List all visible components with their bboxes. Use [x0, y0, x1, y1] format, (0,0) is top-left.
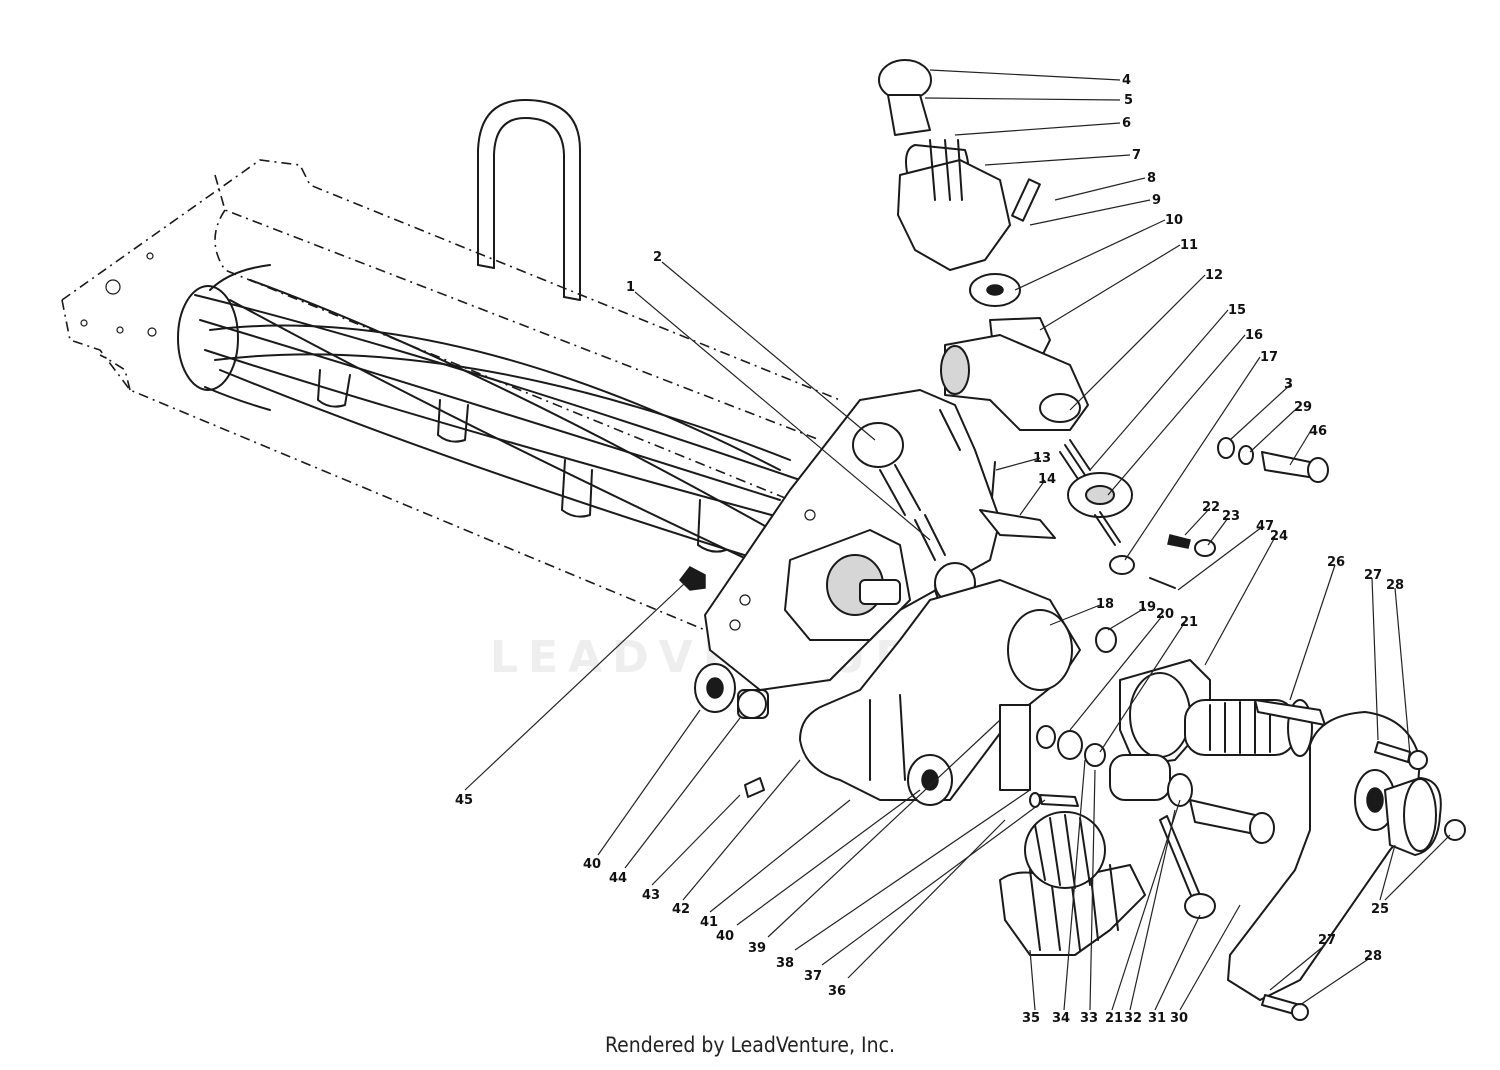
callout-42: 42: [672, 902, 690, 917]
callout-30: 30: [1170, 1011, 1188, 1026]
reel-cylinder: [177, 264, 801, 591]
callout-46: 46: [1309, 424, 1327, 439]
callout-35: 35: [1022, 1011, 1040, 1026]
callouts: [464, 69, 1451, 1011]
callout-47: 47: [1256, 519, 1274, 534]
adjuster-knob-assembly: [878, 59, 1089, 431]
callout-9: 9: [1152, 193, 1161, 208]
callout-21b: 21: [1105, 1011, 1123, 1026]
callout-41: 41: [700, 915, 718, 930]
callout-2: 2: [653, 250, 662, 265]
callout-13: 13: [1033, 451, 1051, 466]
callout-40b: 40: [716, 929, 734, 944]
gear-and-belt: [999, 811, 1146, 956]
callout-40a: 40: [583, 857, 601, 872]
callout-14: 14: [1038, 472, 1056, 487]
callout-19: 19: [1138, 600, 1156, 615]
bolts-lower: [1029, 792, 1079, 808]
callout-45: 45: [455, 793, 473, 808]
callout-38: 38: [776, 956, 794, 971]
callout-3: 3: [1284, 377, 1293, 392]
callout-29: 29: [1294, 400, 1312, 415]
callout-8: 8: [1147, 171, 1156, 186]
callout-26: 26: [1327, 555, 1345, 570]
callout-17: 17: [1260, 350, 1278, 365]
callout-28b: 28: [1364, 949, 1382, 964]
callout-labels: 1 2 3 4 5 6 7 8 9 10 11 12 13 14 15 16 1…: [455, 73, 1404, 1026]
side-plate: [704, 389, 1001, 691]
drive-cover-housing: [1119, 659, 1326, 766]
callout-1: 1: [626, 280, 635, 295]
callout-4: 4: [1122, 73, 1131, 88]
callout-31: 31: [1148, 1011, 1166, 1026]
spacers-and-rings: [999, 609, 1275, 919]
callout-21: 21: [1180, 615, 1198, 630]
callout-25: 25: [1371, 902, 1389, 917]
callout-7: 7: [1132, 148, 1141, 163]
drive-arm: [1227, 711, 1466, 1021]
callout-36: 36: [828, 984, 846, 999]
callout-23: 23: [1222, 509, 1240, 524]
callout-27: 27: [1364, 568, 1382, 583]
callout-15: 15: [1228, 303, 1246, 318]
callout-6: 6: [1122, 116, 1131, 131]
callout-28: 28: [1386, 578, 1404, 593]
callout-16: 16: [1245, 328, 1263, 343]
callout-32: 32: [1124, 1011, 1142, 1026]
reel-frame: [61, 159, 841, 631]
bearings-left: [694, 663, 769, 798]
callout-22: 22: [1202, 500, 1220, 515]
callout-11: 11: [1180, 238, 1198, 253]
callout-5: 5: [1124, 93, 1133, 108]
callout-43: 43: [642, 888, 660, 903]
small-hardware: [979, 437, 1329, 589]
callout-44: 44: [609, 871, 627, 886]
callout-27b: 27: [1318, 933, 1336, 948]
u-handle: [477, 99, 581, 301]
callout-18: 18: [1096, 597, 1114, 612]
callout-12: 12: [1205, 268, 1223, 283]
callout-34: 34: [1052, 1011, 1070, 1026]
callout-24: 24: [1270, 529, 1288, 544]
credit-text: Rendered by LeadVenture, Inc.: [605, 1033, 895, 1057]
callout-20: 20: [1156, 607, 1174, 622]
callout-37: 37: [804, 969, 822, 984]
callout-39: 39: [748, 941, 766, 956]
callout-10: 10: [1165, 213, 1183, 228]
callout-33: 33: [1080, 1011, 1098, 1026]
